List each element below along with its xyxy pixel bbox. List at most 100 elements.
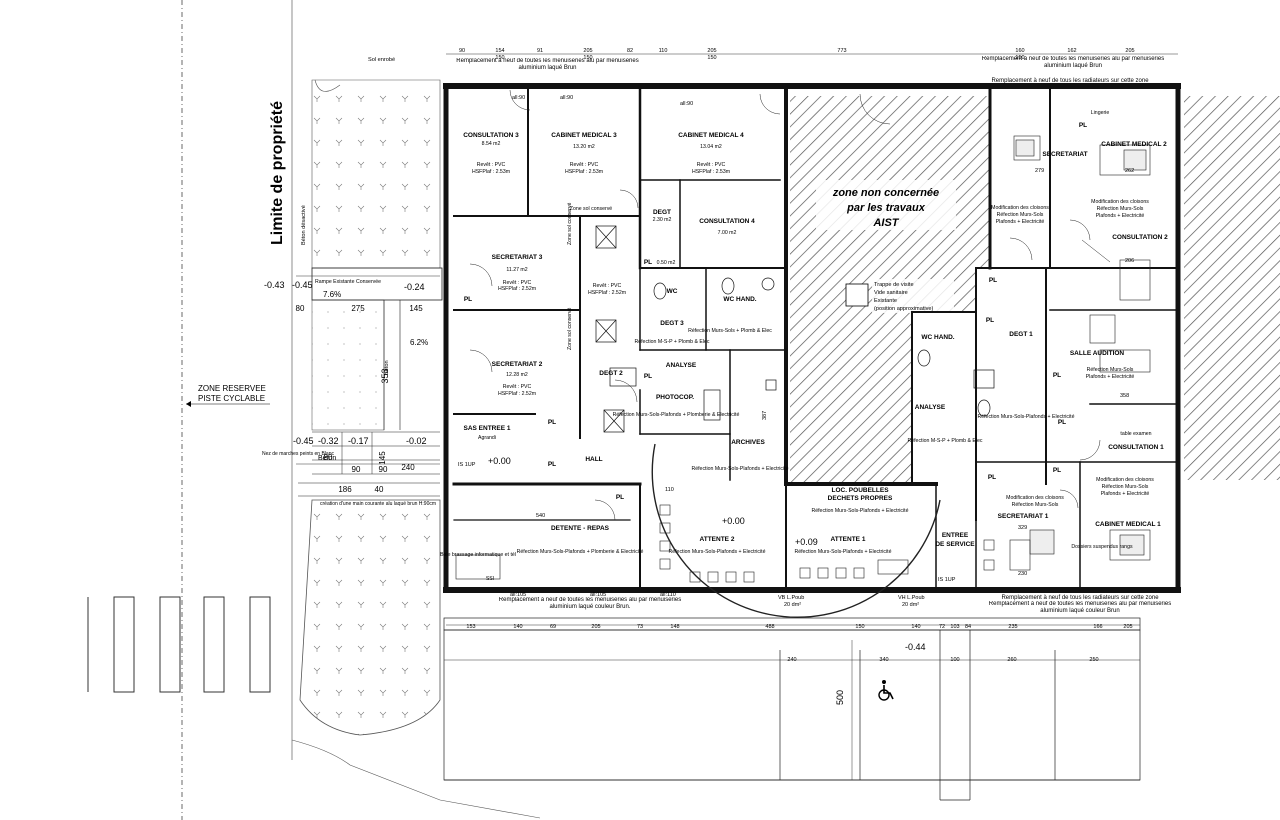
dim-262: 262: [1125, 168, 1134, 174]
dim-left-1: 275: [351, 304, 365, 313]
pl-7: PL: [1079, 122, 1087, 129]
note-top-right-1: Remplacement à neuf de toutes les menuis…: [981, 56, 1165, 69]
dim-left-8: 240: [401, 463, 415, 472]
wheelchair-icon: [878, 680, 894, 701]
lingerie: Lingerie: [1091, 110, 1110, 116]
room-cabinet-medical-2: CABINET MEDICAL 2: [1101, 141, 1167, 148]
pl-6: PL: [464, 296, 472, 303]
all110: all:110: [660, 592, 676, 598]
refection-degt3: Réfection M-S-P + Plomb & Elec: [634, 339, 709, 345]
refection-detente: Réfection Murs-Sols-Plafonds + Plomberie…: [517, 549, 644, 555]
ramp-percent: 7.6%: [323, 290, 341, 299]
zone-sol-vertical-2: Zone sol conservé: [567, 307, 573, 350]
area-consult4: 7.00 m2: [718, 230, 737, 236]
room-consultation-3: CONSULTATION 3: [463, 132, 519, 139]
zone-sol-top: Zone sol conservé: [570, 206, 613, 212]
room-cabinet-medical-3: CABINET MEDICAL 3: [551, 132, 617, 139]
pl-3: PL: [644, 373, 652, 380]
dim-bottom-3: 205: [591, 624, 600, 630]
dim-top-5: 110: [659, 48, 668, 54]
hsf-cab4: HSFPlaf : 2.53m: [692, 169, 730, 175]
dim-bottom-14: 205: [1123, 624, 1132, 630]
room-attente-2: ATTENTE 2: [700, 536, 735, 543]
pl-10: PL: [1053, 372, 1061, 379]
level-m017: -0.17: [348, 436, 369, 446]
room-analyse: ANALYSE: [666, 362, 697, 369]
dim-bottom-5: 148: [670, 624, 679, 630]
refection-photocop: Réfection Murs-Sols-Plafonds + Plomberie…: [613, 412, 740, 418]
dim-left-5: 90: [352, 465, 361, 474]
dim-358: 358: [1120, 393, 1129, 399]
area-cabinet-4: 13.04 m2: [700, 144, 722, 150]
zone-reserve-sub: PISTE CYCLABLE: [198, 394, 265, 403]
parking-depth: 500: [835, 690, 845, 705]
dim-parking-2: 100: [950, 657, 959, 663]
modif-s1-2: Réfection Murs-Sols: [1012, 502, 1059, 508]
area-degt: 2.30 m2: [653, 217, 672, 223]
level-m045b: -0.45: [293, 436, 314, 446]
dim-110: 110: [665, 487, 674, 493]
room-degt-2: DEGT 2: [599, 370, 623, 377]
dim-206: 206: [1125, 258, 1134, 264]
room-consultation-4: CONSULTATION 4: [699, 218, 755, 225]
level-sas: +0.00: [488, 456, 511, 466]
fixtures: [595, 225, 995, 433]
dim-bottom-9: 72: [939, 624, 945, 630]
all90-c: all:90: [680, 101, 693, 107]
dim-bottom-13: 166: [1093, 624, 1102, 630]
dim-left-10: 40: [375, 485, 384, 494]
notes: Remplacement à neuf de toutes les menuis…: [456, 56, 1172, 614]
dim-bottom-4: 73: [637, 624, 643, 630]
area-sec2: 12.28 m2: [506, 372, 528, 378]
note-bottom-left: Remplacement à neuf de toutes les menuis…: [498, 597, 682, 610]
refection-analyse2: Réfection M-S-P + Plomb & Elec: [907, 438, 982, 444]
revet-cab4: Revêt : PVC: [697, 162, 726, 168]
parking: [443, 617, 1141, 801]
site: Limite de propriété Béton désactivé Sol …: [87, 0, 1141, 820]
modif-cab2-1: Modification des cloisons: [1091, 199, 1149, 205]
dim-top-6: 205: [707, 48, 716, 54]
misc-labels: all:90 all:90 all:90 all:105 all:105 all…: [458, 95, 1134, 608]
pl-8: PL: [989, 277, 997, 284]
is1up-1: IS 1UP: [458, 462, 476, 468]
ramp: [311, 267, 443, 301]
room-hall: HALL: [585, 456, 602, 463]
pl-12: PL: [988, 474, 996, 481]
dim-top-3: 205: [583, 48, 592, 54]
room-cabinet-medical-1: CABINET MEDICAL 1: [1095, 521, 1161, 528]
modif-c1-2: Réfection Murs-Sols: [1102, 484, 1149, 490]
hsf-sec3: HSFPlaf : 2.52m: [498, 286, 536, 292]
dim-top-4: 82: [627, 48, 633, 54]
road-markings: [87, 596, 271, 693]
dim-parking-3: 260: [1007, 657, 1016, 663]
refection-salle: Réfection Murs-Sols: [1087, 367, 1134, 373]
dim-bottom-6: 488: [765, 624, 774, 630]
room-analyse-2: ANALYSE: [915, 404, 946, 411]
room-dechets: DECHETS PROPRES: [828, 495, 893, 502]
dim-top-0: 90: [459, 48, 465, 54]
room-secretariat-1: SECRETARIAT 1: [998, 513, 1049, 520]
dim-top-7: 773: [837, 48, 846, 54]
pl-13: PL: [1053, 467, 1061, 474]
pl-9: PL: [986, 317, 994, 324]
pl-11: PL: [1058, 419, 1066, 426]
room-attente-1: ATTENTE 1: [831, 536, 866, 543]
room-cabinet-medical-4: CABINET MEDICAL 4: [678, 132, 744, 139]
dim-top2-0: 150: [495, 55, 504, 61]
beton-desactive: Béton désactivé: [301, 205, 307, 245]
level-m002: -0.02: [406, 436, 427, 446]
room-wc-hand-2: WC HAND.: [921, 334, 954, 341]
ramp-label: Rampe Existante Conservée: [315, 279, 381, 285]
dim-bottom-7: 150: [855, 624, 864, 630]
trappe-4: (position approximative): [874, 306, 934, 312]
note-bottom-right-2: Remplacement à neuf de toutes les menuis…: [988, 601, 1172, 614]
room-entree-service: ENTREE: [942, 532, 969, 539]
levels: +0.00 +0.00 +0.09 -0.43 -0.45 -0.24 -0.4…: [264, 280, 926, 652]
dim-bottom-0: 153: [466, 624, 475, 630]
furniture: [455, 135, 1151, 583]
dim-left-3: 353: [380, 368, 390, 383]
level-m024: -0.24: [404, 282, 425, 292]
room-consultation-1: CONSULTATION 1: [1108, 444, 1164, 451]
pl-2: PL: [548, 419, 556, 426]
